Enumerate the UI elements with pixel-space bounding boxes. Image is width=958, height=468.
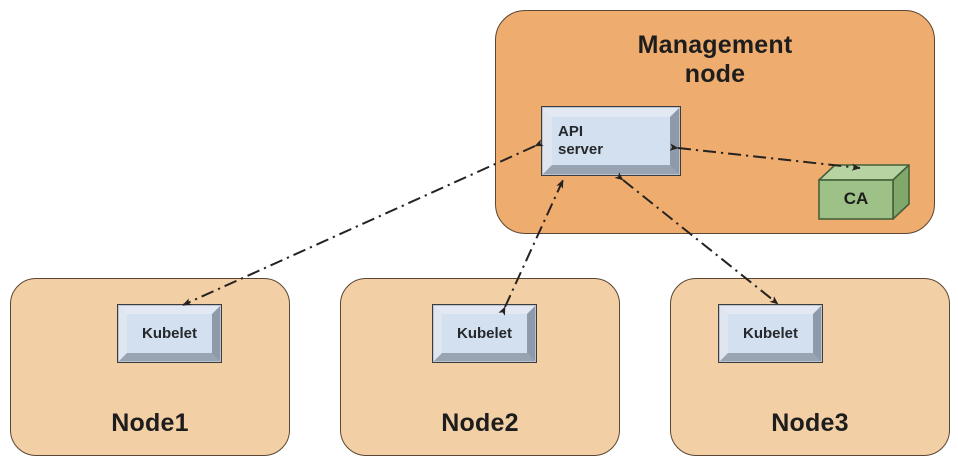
kubelet-label-3: Kubelet	[742, 325, 798, 342]
cube-icon	[818, 164, 910, 220]
kubelet-bevel-3	[720, 306, 821, 361]
kubelet-box-3[interactable]: Kubelet	[718, 304, 823, 363]
api-server-bevel	[543, 108, 679, 174]
kubelet-bevel-2	[434, 306, 535, 361]
kubelet-box-1[interactable]: Kubelet	[117, 304, 222, 363]
ca-label: CA	[843, 189, 869, 208]
management-node-title: Management node	[637, 31, 793, 88]
kubelet-bevel-1	[119, 306, 220, 361]
api-server-label: API server	[558, 123, 604, 158]
worker-node-title-3: Node3	[771, 409, 849, 437]
worker-node-title-1: Node1	[111, 409, 189, 437]
api-server-box[interactable]: API server	[541, 106, 681, 176]
kubelet-label-1: Kubelet	[141, 325, 197, 342]
kubelet-label-2: Kubelet	[456, 325, 512, 342]
kubelet-box-2[interactable]: Kubelet	[432, 304, 537, 363]
worker-node-title-2: Node2	[441, 409, 519, 437]
ca-cube[interactable]: CA	[818, 164, 910, 220]
